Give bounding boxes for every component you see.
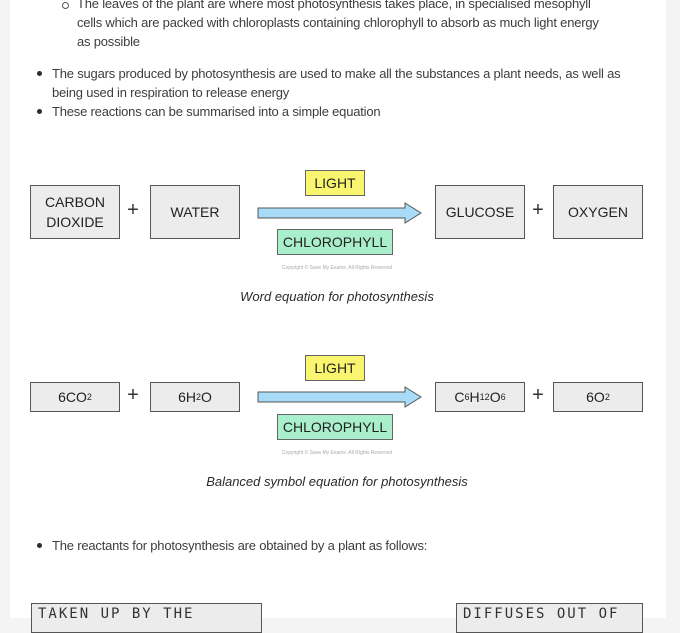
bullet-1-line-1: The sugars produced by photosynthesis ar…	[52, 66, 621, 81]
word-reaction-arrow	[257, 202, 422, 224]
sub-bullet-line-3: as possible	[77, 34, 140, 49]
bullet-marker-1	[37, 71, 42, 76]
symbol-plus-2: +	[532, 384, 544, 406]
glucose-c-sub: 6	[464, 392, 470, 402]
content-card	[10, 0, 666, 618]
word-condition-chlorophyll: CHLOROPHYLL	[277, 229, 393, 255]
sub-bullet-marker	[62, 2, 69, 9]
glucose-o: O	[489, 389, 501, 405]
word-plus-2: +	[532, 199, 544, 221]
bullet-2-text: These reactions can be summarised into a…	[52, 104, 381, 119]
word-product-glucose: GLUCOSE	[435, 185, 525, 239]
word-product-oxygen: OXYGEN	[553, 185, 643, 239]
glucose-c: C	[454, 389, 465, 405]
glucose-h: H	[469, 389, 480, 405]
h2o-h: 6H	[178, 389, 196, 405]
sub-bullet-line-2: cells which are packed with chloroplasts…	[77, 15, 599, 30]
word-condition-light: LIGHT	[305, 170, 365, 196]
bottom-box-left: TAKEN UP BY THE	[31, 603, 262, 633]
symbol-reaction-arrow	[257, 386, 422, 408]
symbol-equation-caption: Balanced symbol equation for photosynthe…	[206, 474, 468, 489]
glucose-o-sub: 6	[500, 392, 506, 402]
symbol-condition-light: LIGHT	[305, 355, 365, 381]
word-reactant-water: WATER	[150, 185, 240, 239]
bullet-1-line-2: being used in respiration to release ene…	[52, 85, 290, 100]
symbol-copyright: Copyright © Save My Exams. All Rights Re…	[281, 450, 393, 456]
co2-subscript: 2	[86, 392, 92, 402]
co2-text: 6CO	[58, 389, 87, 405]
glucose-h-sub: 12	[479, 392, 490, 402]
h2o-o: O	[201, 389, 212, 405]
word-plus-1: +	[127, 199, 139, 221]
reactants-bullet-text: The reactants for photosynthesis are obt…	[52, 538, 428, 553]
word-copyright: Copyright © Save My Exams. All Rights Re…	[281, 265, 393, 271]
symbol-condition-chlorophyll: CHLOROPHYLL	[277, 414, 393, 440]
bottom-box-right: DIFFUSES OUT OF	[456, 603, 643, 633]
sub-bullet-line-1: The leaves of the plant are where most p…	[77, 0, 591, 11]
o2-text: 6O	[586, 389, 605, 405]
bullet-marker-2	[37, 109, 42, 114]
word-reactant-carbon-dioxide: CARBON DIOXIDE	[30, 185, 120, 239]
dioxide-label: DIOXIDE	[46, 214, 104, 230]
symbol-plus-1: +	[127, 384, 139, 406]
word-equation-caption: Word equation for photosynthesis	[240, 289, 434, 304]
carbon-label: CARBON	[45, 194, 105, 210]
bullet-marker-3	[37, 543, 42, 548]
o2-subscript: 2	[604, 392, 610, 402]
h2o-subscript: 2	[196, 392, 202, 402]
